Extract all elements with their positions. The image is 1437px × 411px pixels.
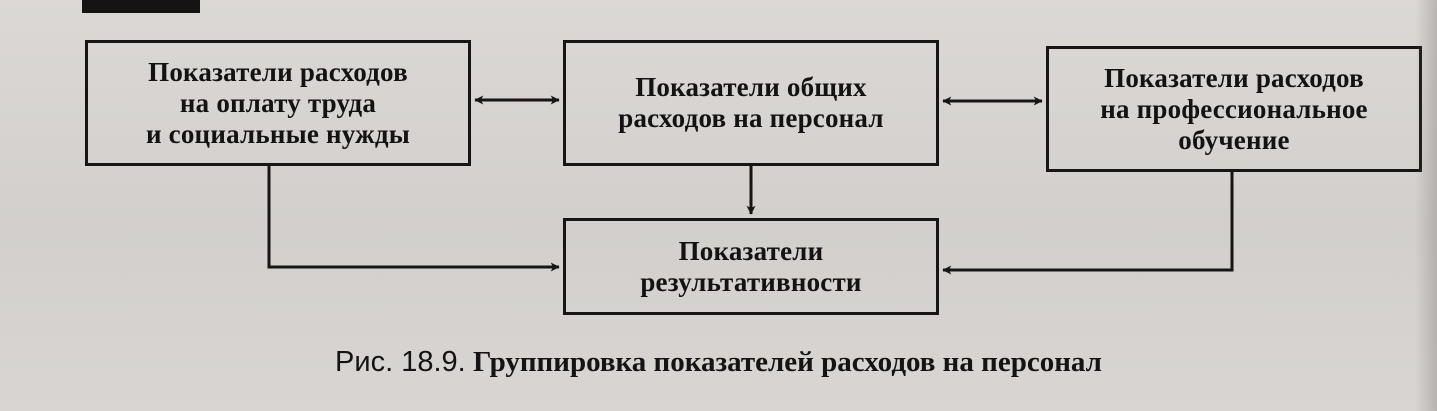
page-edge-shadow — [1415, 0, 1437, 411]
figure-number: Рис. 18.9. — [335, 346, 466, 378]
labor-costs-box: Показатели расходов на оплату труда и со… — [85, 40, 471, 166]
general-costs-box: Показатели общих расходов на персонал — [563, 40, 939, 166]
results-box: Показатели результативности — [563, 218, 939, 315]
labor-results-arrow — [267, 166, 560, 272]
black-corner-mark — [82, 0, 200, 13]
figure-title: Группировка показателей расходов на перс… — [472, 346, 1102, 378]
training-results-arrow — [942, 172, 1234, 275]
training-costs-box: Показатели расходов на профессиональное … — [1046, 46, 1422, 172]
figure-caption: Рис. 18.9. Группировка показателей расхо… — [0, 344, 1437, 380]
